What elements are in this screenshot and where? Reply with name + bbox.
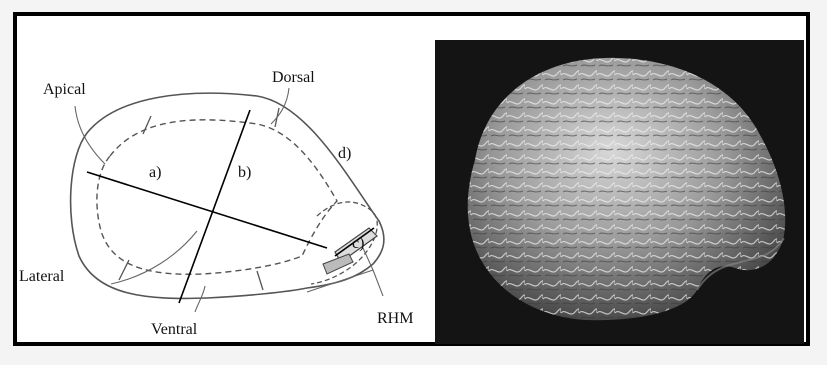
label-rhm: RHM	[377, 310, 413, 327]
label-ventral: Ventral	[151, 321, 198, 338]
leader-lateral	[111, 231, 197, 284]
label-apical: Apical	[43, 81, 86, 98]
label-d: d)	[338, 145, 351, 162]
leader-apical	[75, 106, 105, 164]
label-dorsal: Dorsal	[272, 69, 315, 86]
label-a: a)	[149, 164, 161, 181]
seed-micrograph-drawing	[435, 40, 804, 344]
seg-line	[257, 271, 263, 290]
leader-rhm-2	[373, 270, 383, 296]
seed-inner-dashed	[97, 120, 337, 274]
seed-micrograph	[435, 40, 804, 344]
leader-dorsal	[271, 88, 289, 124]
seg-line	[119, 260, 129, 280]
seg-line	[143, 116, 151, 134]
label-c: c)	[352, 235, 364, 252]
axis-b	[179, 110, 250, 303]
figure-frame: Apical Dorsal Lateral Ventral RHM a) b) …	[13, 12, 810, 346]
seed-texture	[468, 58, 785, 320]
seed-schematic: Apical Dorsal Lateral Ventral RHM a) b) …	[17, 16, 437, 346]
axis-a	[87, 172, 327, 248]
label-b: b)	[238, 164, 251, 181]
label-lateral: Lateral	[19, 268, 65, 285]
